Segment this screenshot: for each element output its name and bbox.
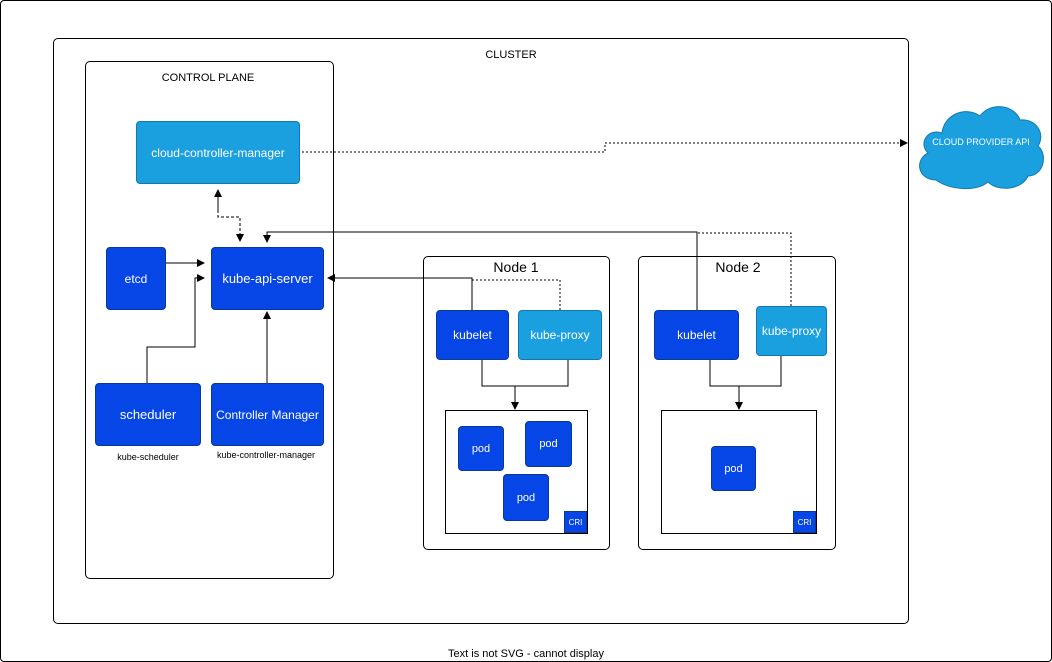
- node2-pod-1: pod: [711, 446, 756, 491]
- node1-label: Node 1: [493, 259, 539, 275]
- scheduler-box: scheduler: [95, 383, 201, 446]
- footer-text: Text is not SVG - cannot display: [448, 648, 604, 660]
- node2-cri-badge: CRI: [793, 511, 816, 533]
- node2-cri-line: [709, 356, 782, 408]
- node1-pod-3: pod: [503, 474, 549, 521]
- cloud-controller-manager-box: cloud-controller-manager: [136, 121, 300, 184]
- kube-api-server-box: kube-api-server: [211, 247, 324, 310]
- node1-pod-2: pod: [525, 421, 572, 467]
- ccm-to-cloud-line: [302, 139, 908, 153]
- etcd-box: etcd: [106, 247, 166, 310]
- cluster-label: CLUSTER: [485, 49, 537, 61]
- node1-proxy-api-line: [472, 279, 561, 310]
- cloud-provider-label: CLOUD PROVIDER API: [932, 137, 1030, 147]
- node1-kube-proxy-box: kube-proxy: [518, 310, 602, 360]
- node1-pod-1: pod: [458, 426, 504, 471]
- node2-kubelet-box: kubelet: [654, 310, 739, 360]
- controller-manager-caption: kube-controller-manager: [216, 450, 316, 460]
- node1-cri-badge: CRI: [564, 511, 587, 533]
- node2-kubelet-api-line: [263, 231, 698, 310]
- node2-kube-proxy-box: kube-proxy: [756, 306, 827, 356]
- scheduler-caption: kube-scheduler: [117, 452, 179, 462]
- node1-cri-line: [481, 360, 569, 408]
- cloud-icon: [919, 106, 1044, 189]
- scheduler-api-line: [146, 274, 205, 383]
- node1-kubelet-box: kubelet: [436, 310, 509, 360]
- ccm-api-line: [217, 190, 244, 242]
- controller-manager-box: Controller Manager: [211, 383, 324, 446]
- control-plane-label: CONTROL PLANE: [161, 72, 255, 84]
- node2-label: Node 2: [715, 259, 761, 275]
- node2-proxy-api-line: [697, 232, 792, 306]
- node1-kubelet-api-line: [327, 274, 473, 310]
